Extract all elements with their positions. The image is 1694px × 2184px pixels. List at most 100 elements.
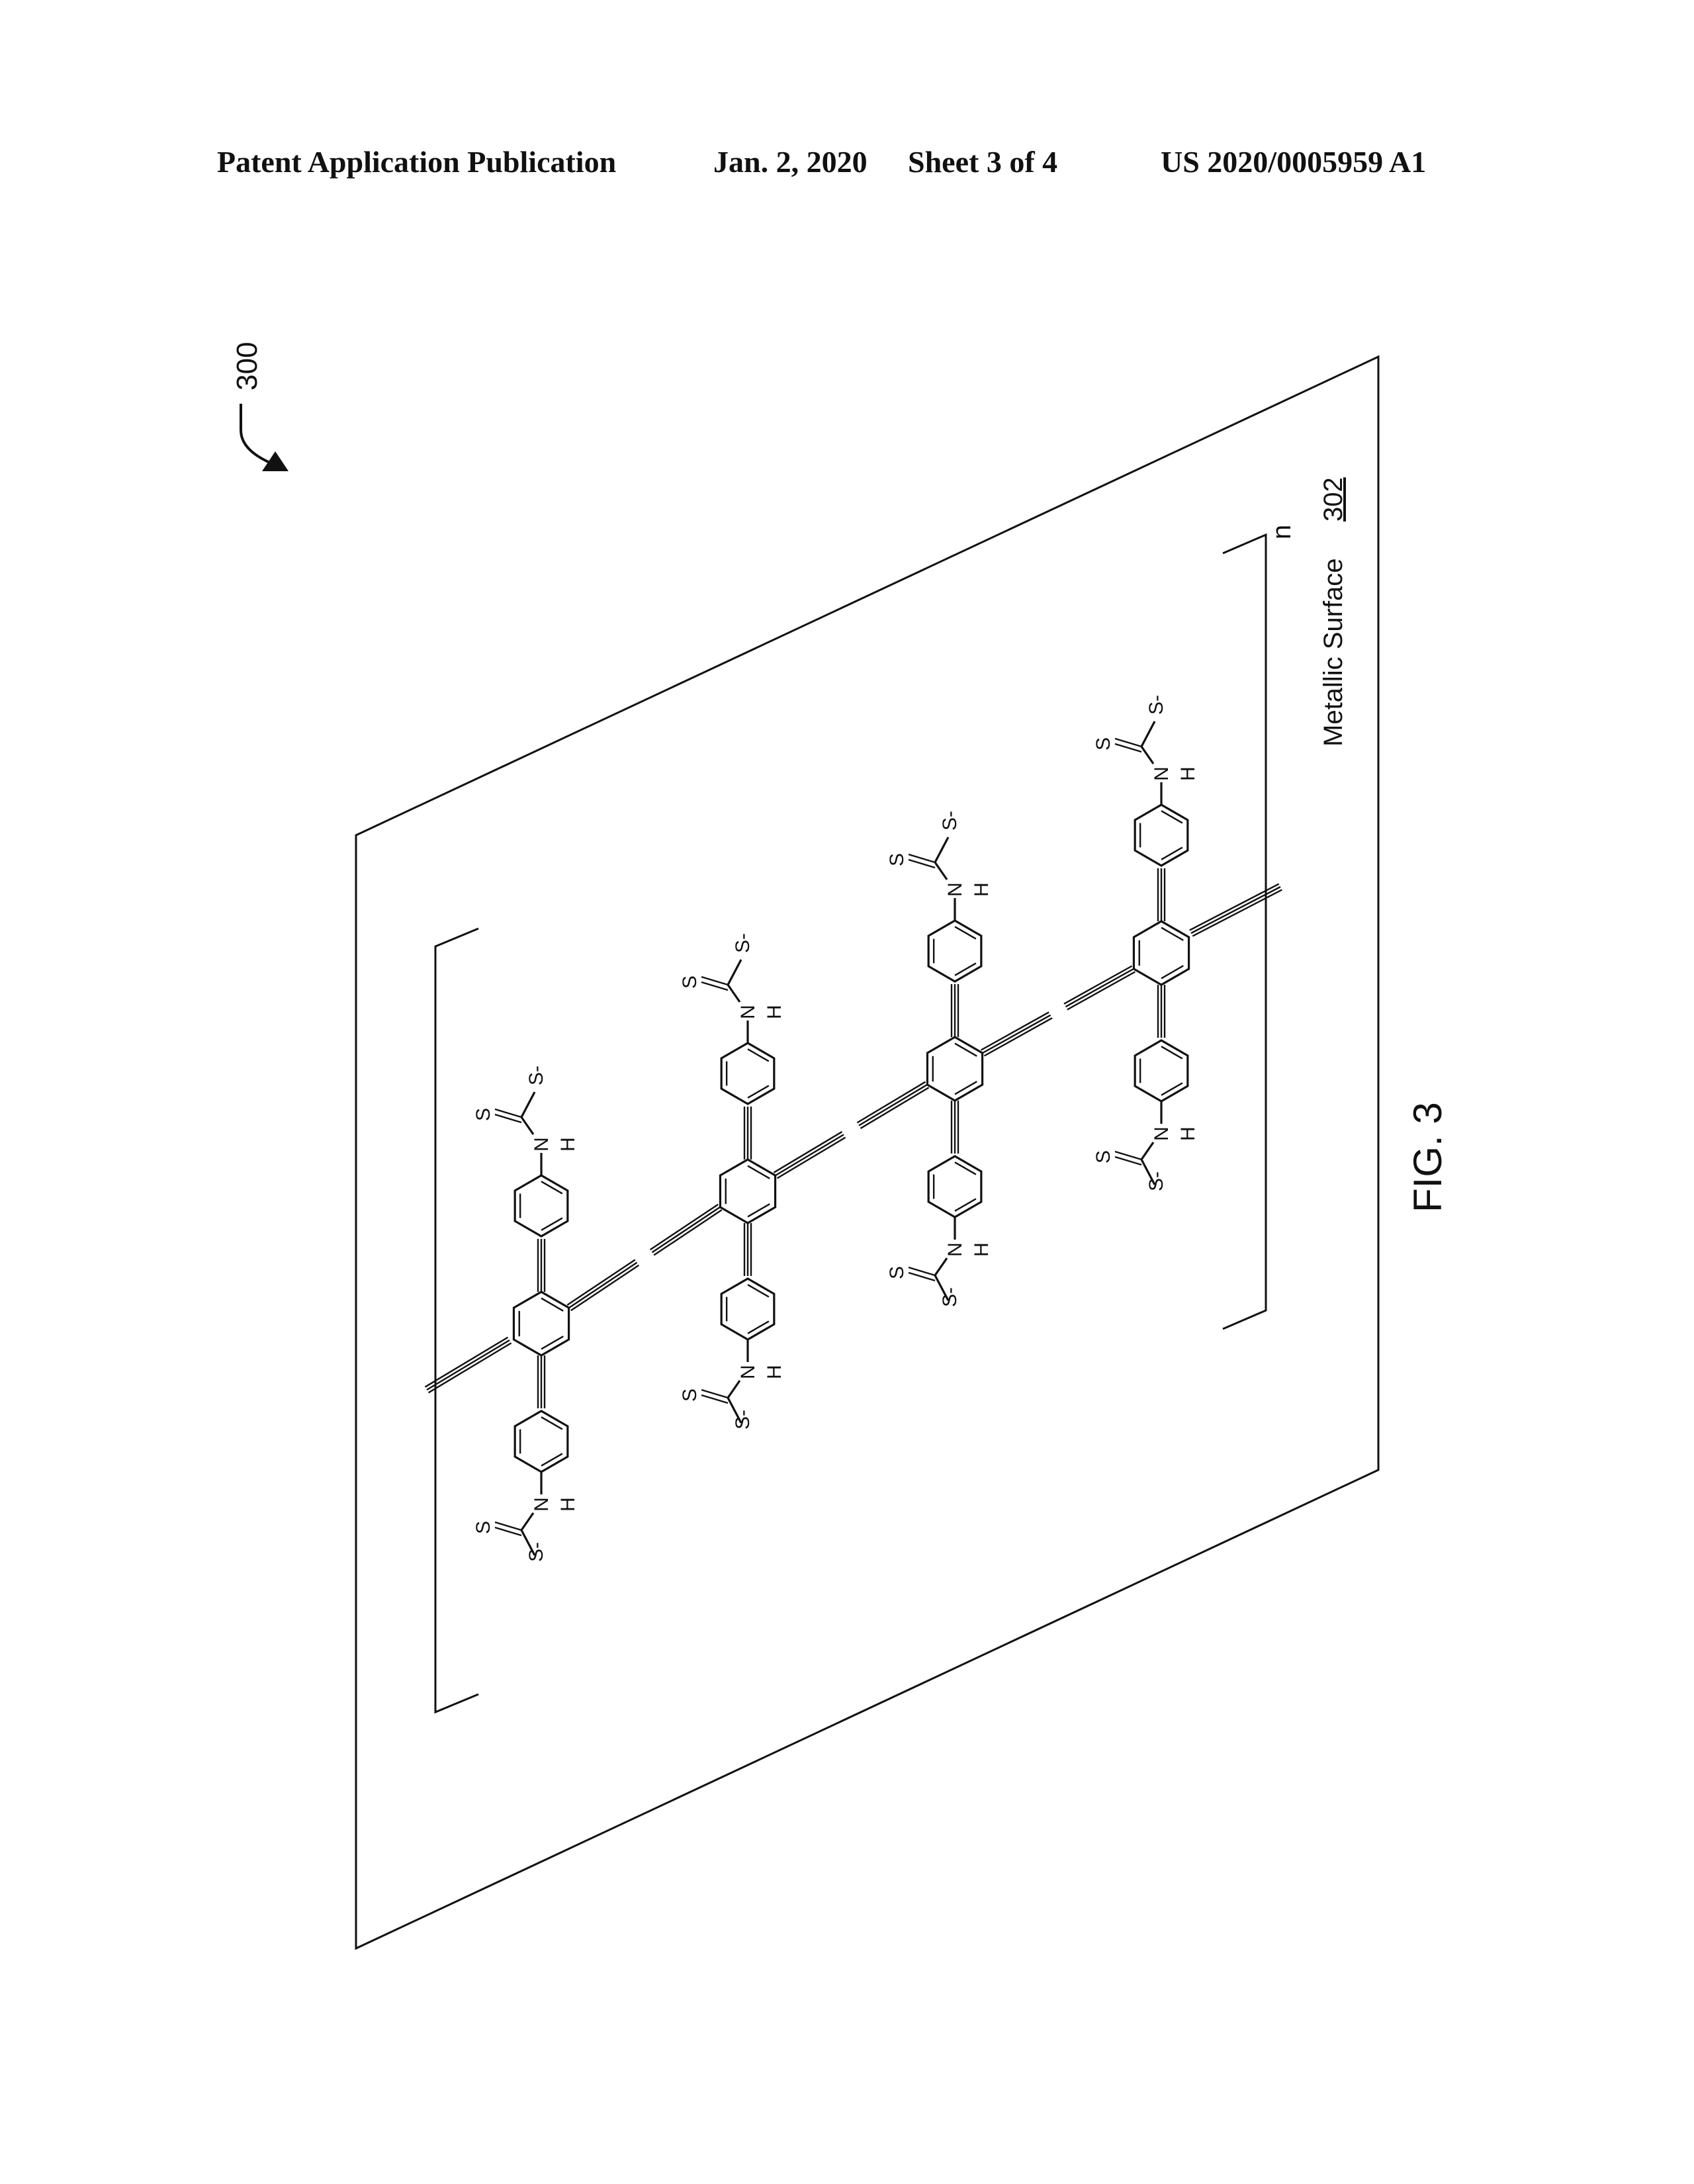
c-s-double-bond — [494, 1108, 522, 1118]
ring-outline — [1132, 920, 1190, 986]
c-s-double-bond — [701, 976, 729, 986]
c-s-double-bond — [701, 1394, 729, 1404]
c-s-single-bond — [1140, 721, 1156, 747]
phenyl-ring — [1134, 803, 1189, 867]
sulfur-label: S — [886, 853, 908, 866]
ring-outline — [1134, 803, 1189, 867]
c-s-single-bond — [520, 1529, 536, 1556]
phenyl-ring — [720, 1277, 776, 1341]
diyne-bond — [773, 1131, 846, 1179]
reference-numeral-300: 300 — [231, 342, 263, 390]
thiolate-label: S- — [525, 1542, 547, 1562]
sulfur-label: S — [1092, 737, 1114, 751]
c-s-single-bond — [1140, 1159, 1156, 1185]
ring-double-bond — [954, 962, 977, 976]
ring-double-bond — [747, 1203, 770, 1218]
alkyne-bond — [568, 1261, 638, 1308]
diyne-bond — [566, 1259, 640, 1312]
n-c-bond — [520, 1512, 535, 1531]
arm-alkyne — [743, 1107, 752, 1160]
thiolate-label: S- — [939, 1287, 961, 1307]
thiolate-label: S- — [732, 933, 754, 953]
ring-outline — [720, 1277, 776, 1341]
core-benzene-ring — [1132, 920, 1190, 986]
arm-alkyne — [1157, 985, 1166, 1038]
ring-outline — [927, 1155, 983, 1218]
ring-double-bond — [747, 1048, 770, 1062]
ring-double-bond — [541, 1217, 563, 1231]
alkyne-bond — [427, 1342, 512, 1394]
c-s-double-bond — [908, 1271, 936, 1282]
alkyne-bond — [982, 1014, 1051, 1054]
n-c-bond — [934, 862, 948, 880]
thiolate-label: S- — [732, 1410, 754, 1430]
arm-alkyne — [950, 1101, 959, 1154]
n-c-bond — [934, 1257, 948, 1276]
c-s-double-bond — [701, 981, 729, 991]
ring-outline — [927, 919, 983, 983]
c-s-double-bond — [494, 1113, 522, 1124]
terminal-alkyne-right — [1189, 883, 1282, 937]
ring-outline — [926, 1036, 984, 1102]
hydrogen-label: H — [971, 882, 993, 897]
alkyne-bond — [653, 1209, 723, 1256]
n-c-bond — [727, 984, 741, 1003]
repeat-bracket-left — [434, 927, 479, 1714]
ring-double-bond — [954, 1042, 977, 1057]
ring-outline — [1134, 1039, 1189, 1103]
ring-double-bond — [954, 1081, 977, 1095]
nitrogen-label: N — [944, 882, 966, 897]
diyne-bond — [1063, 965, 1136, 1011]
ring-outline — [720, 1042, 776, 1105]
ring-double-bond — [747, 1165, 770, 1179]
alkyne-bond — [426, 1339, 510, 1391]
phenyl-ring — [927, 919, 983, 983]
repeat-bracket-right — [1222, 533, 1267, 1330]
alkyne-bond — [1063, 965, 1133, 1005]
ring-double-bond — [747, 1284, 770, 1298]
hydrogen-label: H — [1177, 766, 1199, 781]
ring-double-bond — [747, 1085, 770, 1099]
thiolate-label: S- — [525, 1066, 547, 1085]
figure-caption: FIG. 3 — [1405, 1102, 1450, 1212]
ring-double-bond — [541, 1453, 563, 1467]
repeat-subscript-n: n — [1267, 525, 1296, 539]
phenyl-ring — [513, 1410, 569, 1473]
nitrogen-label: N — [737, 1365, 759, 1379]
hydrogen-label: H — [1177, 1126, 1199, 1141]
nitrogen-label: N — [737, 1005, 759, 1019]
ring-double-bond — [1161, 846, 1183, 860]
n-c-bond — [520, 1116, 535, 1135]
phenyl-ring — [1134, 1039, 1189, 1103]
c-s-double-bond — [1114, 1156, 1142, 1166]
alkyne-bond — [1065, 968, 1134, 1008]
terminal-alkyne-left — [424, 1336, 512, 1394]
alkyne-bond — [1067, 971, 1136, 1011]
arm-alkyne — [1157, 868, 1166, 921]
ring-double-bond — [1161, 1046, 1183, 1060]
c-s-double-bond — [1114, 743, 1142, 753]
c-s-double-bond — [701, 1388, 729, 1399]
thiolate-label: S- — [939, 811, 961, 831]
sulfur-label: S — [472, 1521, 494, 1534]
diyne-bond — [856, 1081, 930, 1129]
ring-double-bond — [954, 926, 977, 940]
alkyne-bond — [570, 1264, 640, 1312]
sulfur-label: S — [1092, 1150, 1114, 1163]
